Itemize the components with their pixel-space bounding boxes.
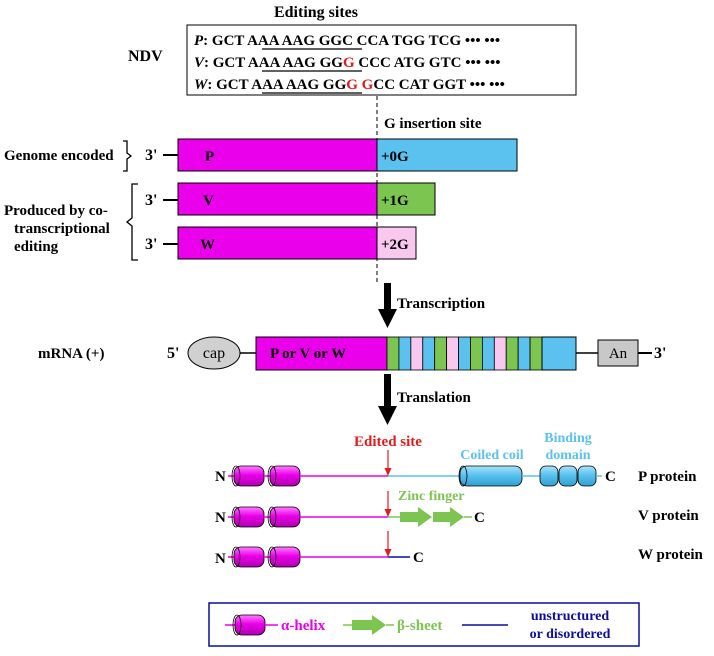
- editing-sites-title: Editing sites: [274, 4, 358, 21]
- svg-text:V: V: [203, 193, 214, 209]
- sequence-row-v: V: GCT AAA AAG GGG CCC ATG GTC ••• •••: [194, 55, 500, 71]
- svg-text:P: P: [205, 149, 214, 165]
- mrna-stripe: [422, 336, 436, 371]
- ndv-label: NDV: [128, 48, 163, 65]
- svg-text:3': 3': [145, 236, 157, 253]
- svg-text:3': 3': [145, 192, 157, 209]
- translation-label: Translation: [397, 390, 472, 406]
- svg-text:editing: editing: [14, 239, 59, 255]
- coediting-label: Produced by co- transcriptional editing: [4, 203, 110, 255]
- zinc-finger-label: Zinc finger: [398, 489, 465, 504]
- p-protein: N C: [215, 465, 616, 487]
- genome-encoded-bracket: [123, 140, 133, 172]
- svg-text:or disordered: or disordered: [530, 627, 611, 642]
- svg-text:unstructured: unstructured: [531, 609, 610, 624]
- v-protein: N C: [215, 506, 485, 528]
- mrna-stripe: [386, 336, 400, 371]
- svg-text:C: C: [474, 510, 485, 526]
- svg-text:N: N: [215, 551, 226, 567]
- svg-text:C: C: [605, 469, 616, 485]
- insertion-site-label: G insertion site: [384, 116, 482, 132]
- edited-site-arrows: [384, 450, 392, 557]
- mrna-stripe: [529, 336, 543, 371]
- binding-domain-label: Binding: [544, 431, 591, 446]
- genome-row-p: 3' P +0G: [145, 138, 518, 172]
- svg-text:Produced by co-: Produced by co-: [4, 203, 108, 219]
- w-protein: N C: [215, 546, 424, 568]
- motif-underlines: [262, 48, 362, 94]
- legend-box: [208, 602, 640, 647]
- coiled-coil-label: Coiled coil: [460, 448, 523, 463]
- sequence-box: [186, 24, 577, 96]
- sequence-rows: P: GCT AAA AAG GGC CCA TGG TCG ••• ••• V…: [194, 33, 505, 93]
- mrna-stripe: [410, 336, 424, 371]
- svg-text:N: N: [215, 510, 226, 526]
- edited-site-label: Edited site: [354, 434, 422, 450]
- mrna-stripe: [398, 336, 412, 371]
- mrna-stripe: [458, 336, 471, 371]
- mrna-stripe: [434, 336, 448, 371]
- transcription-label: Transcription: [397, 296, 486, 312]
- mrna-utr: [541, 336, 577, 371]
- mrna-stripes: [386, 336, 543, 371]
- binding-domain-label-2: domain: [545, 448, 590, 463]
- mrna-stripe: [505, 336, 519, 371]
- coediting-bracket: [125, 183, 138, 261]
- mrna-label: mRNA (+): [38, 346, 104, 362]
- sequence-row-w: W: GCT AAA AAG GGG GCC CAT GGT ••• •••: [194, 77, 505, 93]
- cap-label: cap: [203, 345, 225, 362]
- genome-encoded-label: Genome encoded: [4, 148, 114, 164]
- svg-text:C: C: [413, 550, 424, 566]
- sequence-row-p: P: GCT AAA AAG GGC CCA TGG TCG ••• •••: [194, 33, 500, 49]
- svg-text:+1G: +1G: [381, 193, 409, 209]
- transcription-arrow: [378, 283, 397, 328]
- svg-text:3': 3': [145, 147, 157, 164]
- v-protein-name: V protein: [638, 508, 699, 524]
- svg-text:+2G: +2G: [381, 237, 409, 253]
- svg-text:transcriptional: transcriptional: [14, 221, 110, 237]
- legend-helix: α-helix: [225, 614, 326, 636]
- mrna-stripe: [481, 336, 495, 371]
- polya-label: An: [609, 346, 628, 362]
- mrna-stripe: [446, 336, 459, 371]
- p-protein-name: P protein: [638, 469, 697, 485]
- mrna-stripe: [470, 336, 483, 371]
- mrna-5prime: 5': [167, 345, 179, 362]
- mrna-stripe: [517, 336, 531, 371]
- svg-text:β-sheet: β-sheet: [397, 618, 442, 634]
- svg-text:+0G: +0G: [381, 149, 409, 165]
- translation-arrow: [378, 374, 397, 425]
- mrna-body-label: P or V or W: [270, 346, 346, 362]
- svg-text:N: N: [215, 469, 226, 485]
- mrna-stripe: [493, 336, 507, 371]
- legend-unstructured: unstructured or disordered: [462, 609, 611, 642]
- svg-text:α-helix: α-helix: [281, 618, 326, 634]
- mrna-3prime: 3': [654, 345, 666, 362]
- w-protein-name: W protein: [638, 547, 704, 563]
- genome-row-v: 3' V +1G: [145, 182, 436, 216]
- legend-sheet: β-sheet: [343, 615, 442, 635]
- genome-row-w: 3' W +2G: [145, 226, 417, 260]
- polya-tail: [597, 339, 639, 367]
- svg-text:W: W: [200, 237, 215, 253]
